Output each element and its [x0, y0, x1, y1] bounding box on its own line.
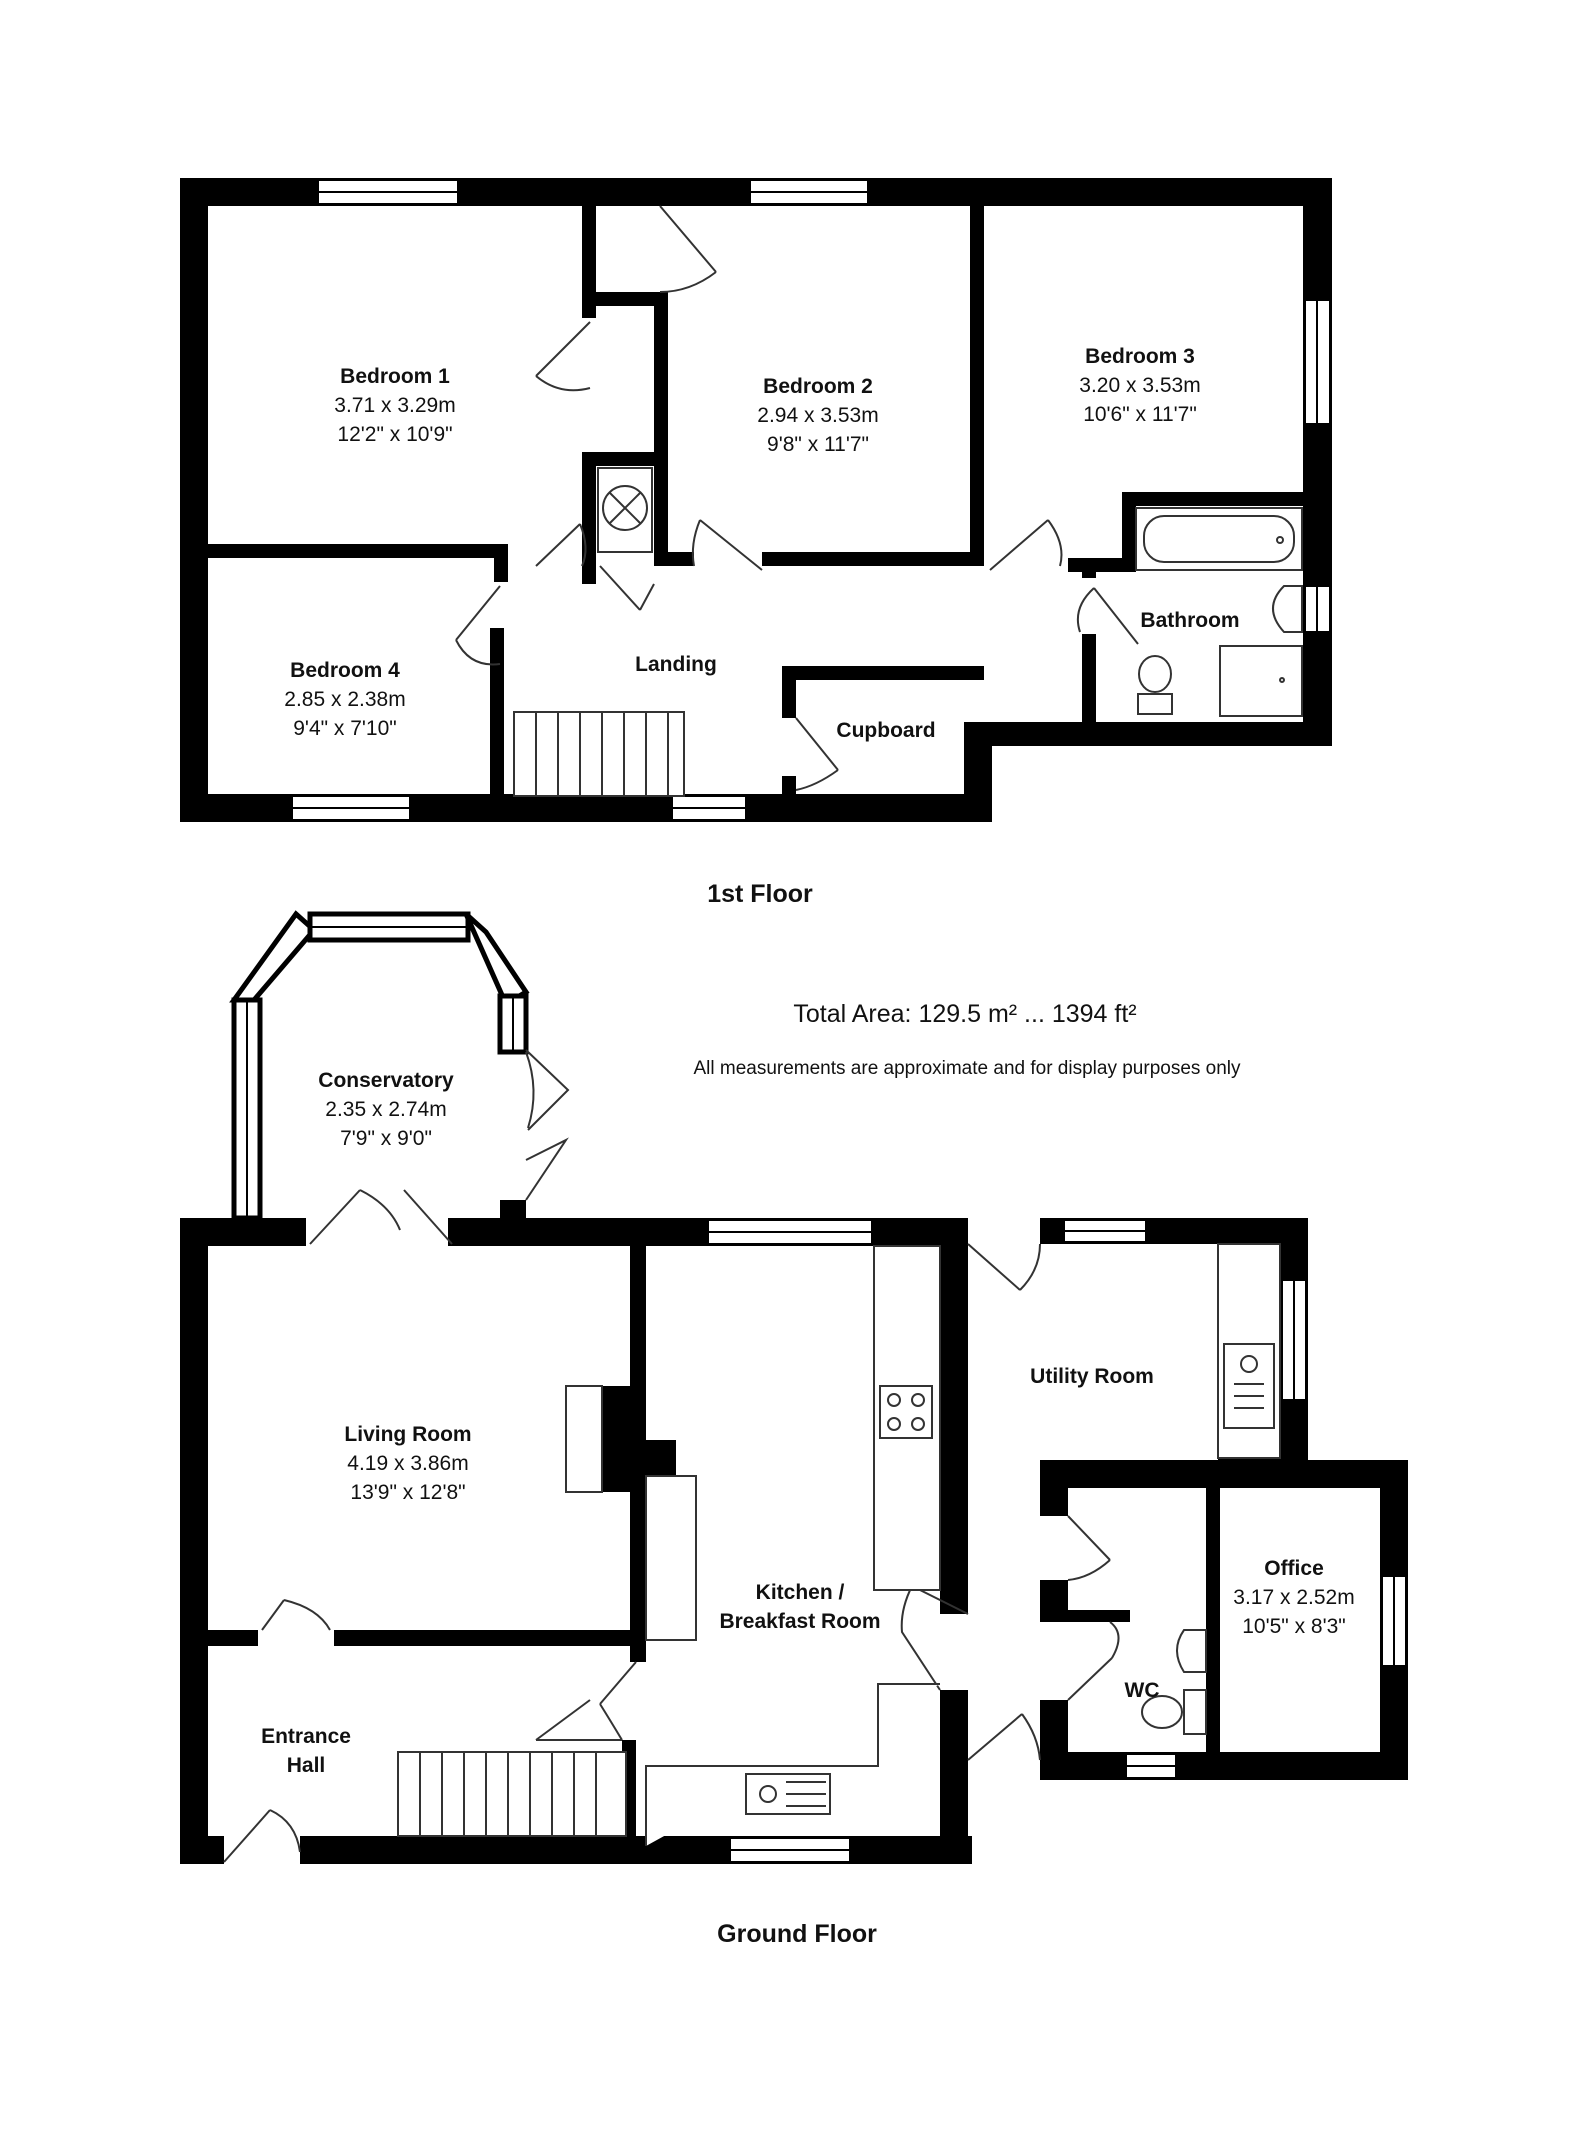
- room-label-utility: Utility Room: [1030, 1362, 1154, 1391]
- office-name: Office: [1264, 1557, 1324, 1580]
- bedroom2-imperial: 9'8" x 11'7": [767, 433, 869, 456]
- bedroom4-metric: 2.85 x 2.38m: [284, 688, 406, 711]
- kitchen-name-line1: Kitchen /: [755, 1581, 845, 1604]
- bedroom1-name: Bedroom 1: [340, 365, 450, 388]
- room-label-kitchen: Kitchen / Breakfast Room: [719, 1578, 880, 1636]
- room-label-conservatory: Conservatory 2.35 x 2.74m 7'9" x 9'0": [318, 1066, 453, 1153]
- bedroom2-name: Bedroom 2: [763, 375, 873, 398]
- ground-floor-caption: Ground Floor: [717, 1920, 877, 1948]
- room-label-cupboard: Cupboard: [836, 716, 935, 745]
- room-label-bedroom2: Bedroom 2 2.94 x 3.53m 9'8" x 11'7": [757, 372, 878, 459]
- first-floor-caption: 1st Floor: [707, 880, 813, 908]
- conservatory-metric: 2.35 x 2.74m: [325, 1098, 447, 1121]
- living-imperial: 13'9" x 12'8": [350, 1481, 466, 1504]
- conservatory-name: Conservatory: [318, 1069, 454, 1092]
- room-label-wc: WC: [1125, 1676, 1160, 1705]
- wc-name: WC: [1124, 1679, 1160, 1702]
- room-label-bedroom3: Bedroom 3 3.20 x 3.53m 10'6" x 11'7": [1079, 342, 1200, 429]
- room-label-entrance: Entrance Hall: [261, 1722, 351, 1780]
- bedroom2-metric: 2.94 x 3.53m: [757, 404, 879, 427]
- kitchen-name-line2: Breakfast Room: [719, 1610, 881, 1633]
- landing-name: Landing: [635, 653, 717, 676]
- windows: [291, 179, 1407, 1863]
- bedroom1-imperial: 12'2" x 10'9": [337, 423, 453, 446]
- conservatory-imperial: 7'9" x 9'0": [340, 1127, 432, 1150]
- utility-name: Utility Room: [1030, 1365, 1154, 1388]
- total-area: Total Area: 129.5 m² ... 1394 ft²: [793, 1000, 1137, 1028]
- room-label-bedroom4: Bedroom 4 2.85 x 2.38m 9'4" x 7'10": [284, 656, 405, 743]
- stairs: [397, 711, 685, 1837]
- office-metric: 3.17 x 2.52m: [1233, 1586, 1355, 1609]
- bedroom1-metric: 3.71 x 3.29m: [334, 394, 456, 417]
- bathroom-name: Bathroom: [1140, 609, 1240, 632]
- conservatory-frame: [229, 910, 530, 1221]
- room-label-landing: Landing: [635, 650, 717, 679]
- bedroom4-name: Bedroom 4: [290, 659, 400, 682]
- fixtures: [565, 467, 1303, 1846]
- office-imperial: 10'5" x 8'3": [1242, 1615, 1346, 1638]
- disclaimer: All measurements are approximate and for…: [693, 1058, 1241, 1079]
- cupboard-name: Cupboard: [836, 719, 936, 742]
- room-label-office: Office 3.17 x 2.52m 10'5" x 8'3": [1233, 1554, 1354, 1641]
- entrance-name-line2: Hall: [286, 1754, 326, 1777]
- bedroom3-imperial: 10'6" x 11'7": [1083, 403, 1197, 426]
- room-label-bathroom: Bathroom: [1140, 606, 1239, 635]
- living-name: Living Room: [344, 1423, 472, 1446]
- bedroom4-imperial: 9'4" x 7'10": [293, 717, 397, 740]
- room-label-living: Living Room 4.19 x 3.86m 13'9" x 12'8": [344, 1420, 471, 1507]
- living-metric: 4.19 x 3.86m: [347, 1452, 469, 1475]
- entrance-name-line1: Entrance: [261, 1725, 351, 1748]
- room-label-bedroom1: Bedroom 1 3.71 x 3.29m 12'2" x 10'9": [334, 362, 455, 449]
- door-swings: [223, 205, 1139, 1863]
- first-floor-walls: [180, 178, 1332, 822]
- bedroom3-metric: 3.20 x 3.53m: [1079, 374, 1201, 397]
- bedroom3-name: Bedroom 3: [1085, 345, 1195, 368]
